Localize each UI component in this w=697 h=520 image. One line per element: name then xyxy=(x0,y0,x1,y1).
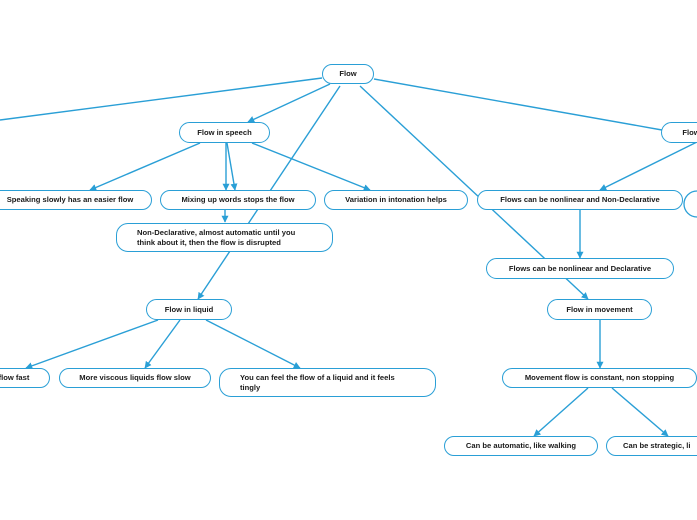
node-flow-in-liquid[interactable]: Flow in liquid xyxy=(146,299,232,320)
node-automatic-walking[interactable]: Can be automatic, like walking xyxy=(444,436,598,456)
node-mixing-up-words[interactable]: Mixing up words stops the flow xyxy=(160,190,316,210)
node-nonlinear-declarative[interactable]: Flows can be nonlinear and Declarative xyxy=(486,258,674,279)
node-feel-flow-liquid[interactable]: You can feel the flow of a liquid and it… xyxy=(219,368,436,397)
edge-constant-to-walking xyxy=(533,387,589,437)
node-flow-in-movement[interactable]: Flow in movement xyxy=(547,299,652,320)
node-flow-in-speech[interactable]: Flow in speech xyxy=(179,122,270,143)
node-flow[interactable]: Flow xyxy=(322,64,374,84)
edge-liquid-to-feel xyxy=(205,319,301,369)
node-flow-fast[interactable]: flow fast xyxy=(0,368,50,388)
node-speaking-slowly[interactable]: Speaking slowly has an easier flow xyxy=(0,190,152,210)
node-nonlinear-nondeclarative[interactable]: Flows can be nonlinear and Non-Declarati… xyxy=(477,190,683,210)
edge-constant-to-strategic xyxy=(611,387,669,437)
node-strategic[interactable]: Can be strategic, li xyxy=(606,436,697,456)
edge-speech-to-slowly xyxy=(89,142,201,191)
node-movement-constant[interactable]: Movement flow is constant, non stopping xyxy=(502,368,697,388)
edge-flow-offscreen-left xyxy=(0,77,323,121)
node-flow-right[interactable]: Flow xyxy=(661,122,697,143)
edge-liquid-to-fast xyxy=(25,319,159,370)
edge-flow-to-speech xyxy=(247,83,331,123)
edge-liquid-to-viscous xyxy=(144,319,181,369)
node-viscous-liquids[interactable]: More viscous liquids flow slow xyxy=(59,368,211,388)
node-variation-intonation[interactable]: Variation in intonation helps xyxy=(324,190,468,210)
edge-speech-to-mixing-b xyxy=(226,142,238,191)
edge-flow-to-right-flow xyxy=(373,78,663,131)
node-nondeclarative-automatic[interactable]: Non-Declarative, almost automatic until … xyxy=(116,223,333,252)
edge-rightflow-to-nonlinear xyxy=(599,141,697,191)
edge-speech-to-intonation xyxy=(251,142,371,191)
offscreen-node-edge xyxy=(683,190,697,218)
